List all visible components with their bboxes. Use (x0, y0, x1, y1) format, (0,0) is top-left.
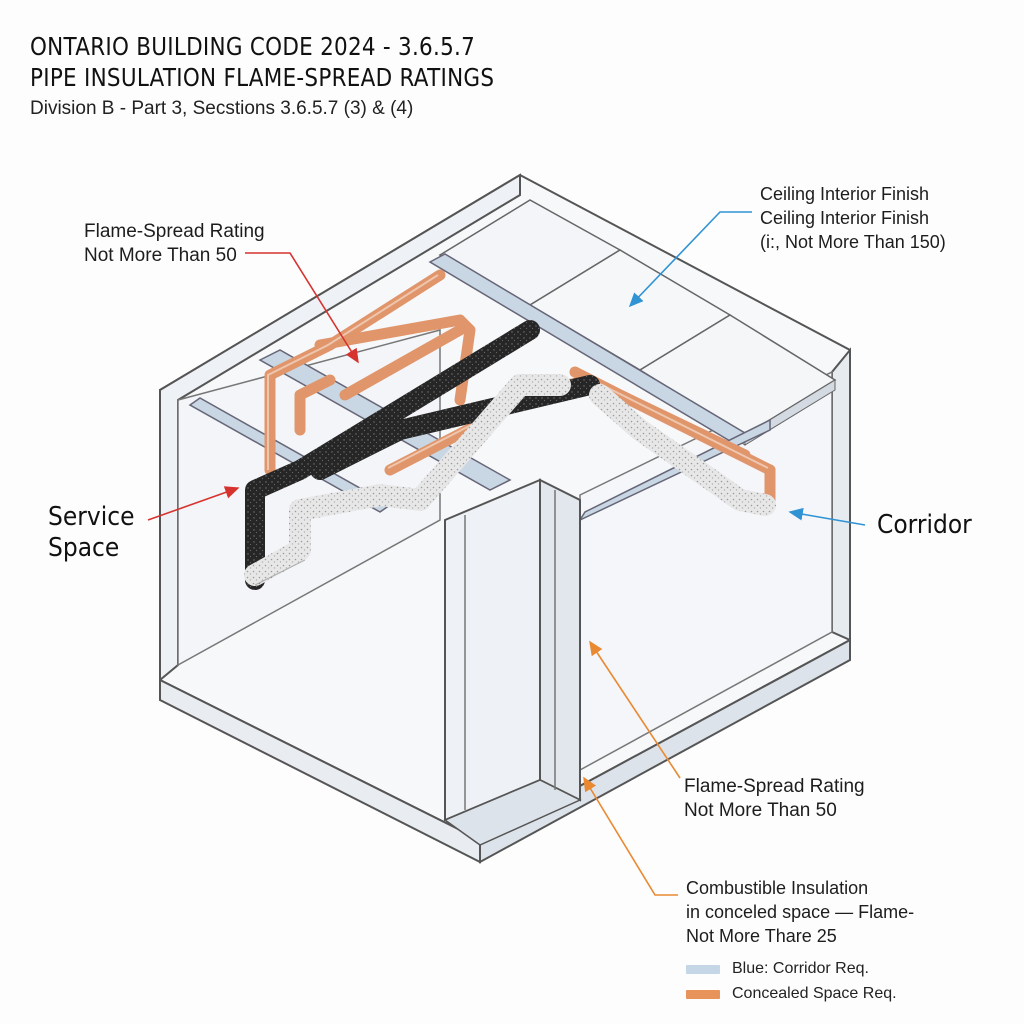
callout-line: Ceiling Interior Finish (760, 184, 930, 204)
callout-flame-spread-top: Flame-Spread Rating Not More Than 50 (84, 220, 265, 268)
callout-line: Combustible Insulation (686, 878, 869, 898)
leader-arrows (147, 211, 866, 896)
callout-line: Flame-Spread Rating (84, 221, 265, 242)
callout-combustible-insulation: Combustible Insulation in conceled space… (686, 876, 914, 948)
callout-line: Not More Than 50 (84, 245, 237, 266)
grey-insulated-pipes (244, 374, 776, 586)
callout-ceiling: Ceiling Interior Finish Ceiling Interior… (760, 182, 946, 254)
callout-line: Space (48, 533, 120, 563)
callout-flame-spread-bottom: Flame-Spread Rating Not More Than 50 (684, 775, 865, 823)
callout-corridor: Corridor (877, 510, 972, 540)
title-line-1: ONTARIO BUILDING CODE 2024 - 3.6.5.7 (30, 32, 476, 61)
callout-line: Flame-Spread Rating (684, 776, 865, 797)
callout-line: Not More Than 50 (684, 800, 837, 821)
callout-line: (i:, Not More Than 150) (760, 232, 946, 252)
callout-line: Service (48, 502, 135, 532)
legend-swatch-orange (686, 989, 720, 999)
legend-swatch-blue (686, 964, 720, 974)
callout-line: Not More Thare 25 (686, 926, 837, 946)
legend-item-corridor: Blue: Corridor Req. (686, 960, 869, 978)
legend-label: Blue: Corridor Req. (732, 960, 869, 977)
subtitle: Division B - Part 3, Secstions 3.6.5.7 (… (30, 98, 414, 119)
legend-label: Concealed Space Req. (732, 985, 897, 1002)
right-wall (831, 347, 851, 642)
black-insulated-pipes (245, 320, 600, 590)
callout-line: in conceled space — Flame- (686, 902, 915, 922)
callout-line: Ceiling Interior Finish (760, 208, 930, 228)
legend-item-concealed: Concealed Space Req. (686, 985, 897, 1003)
callout-service-space: Service Space (48, 502, 134, 564)
partition-wall (443, 478, 582, 846)
title-line-2: PIPE INSULATION FLAME-SPREAD RATINGS (30, 63, 495, 92)
